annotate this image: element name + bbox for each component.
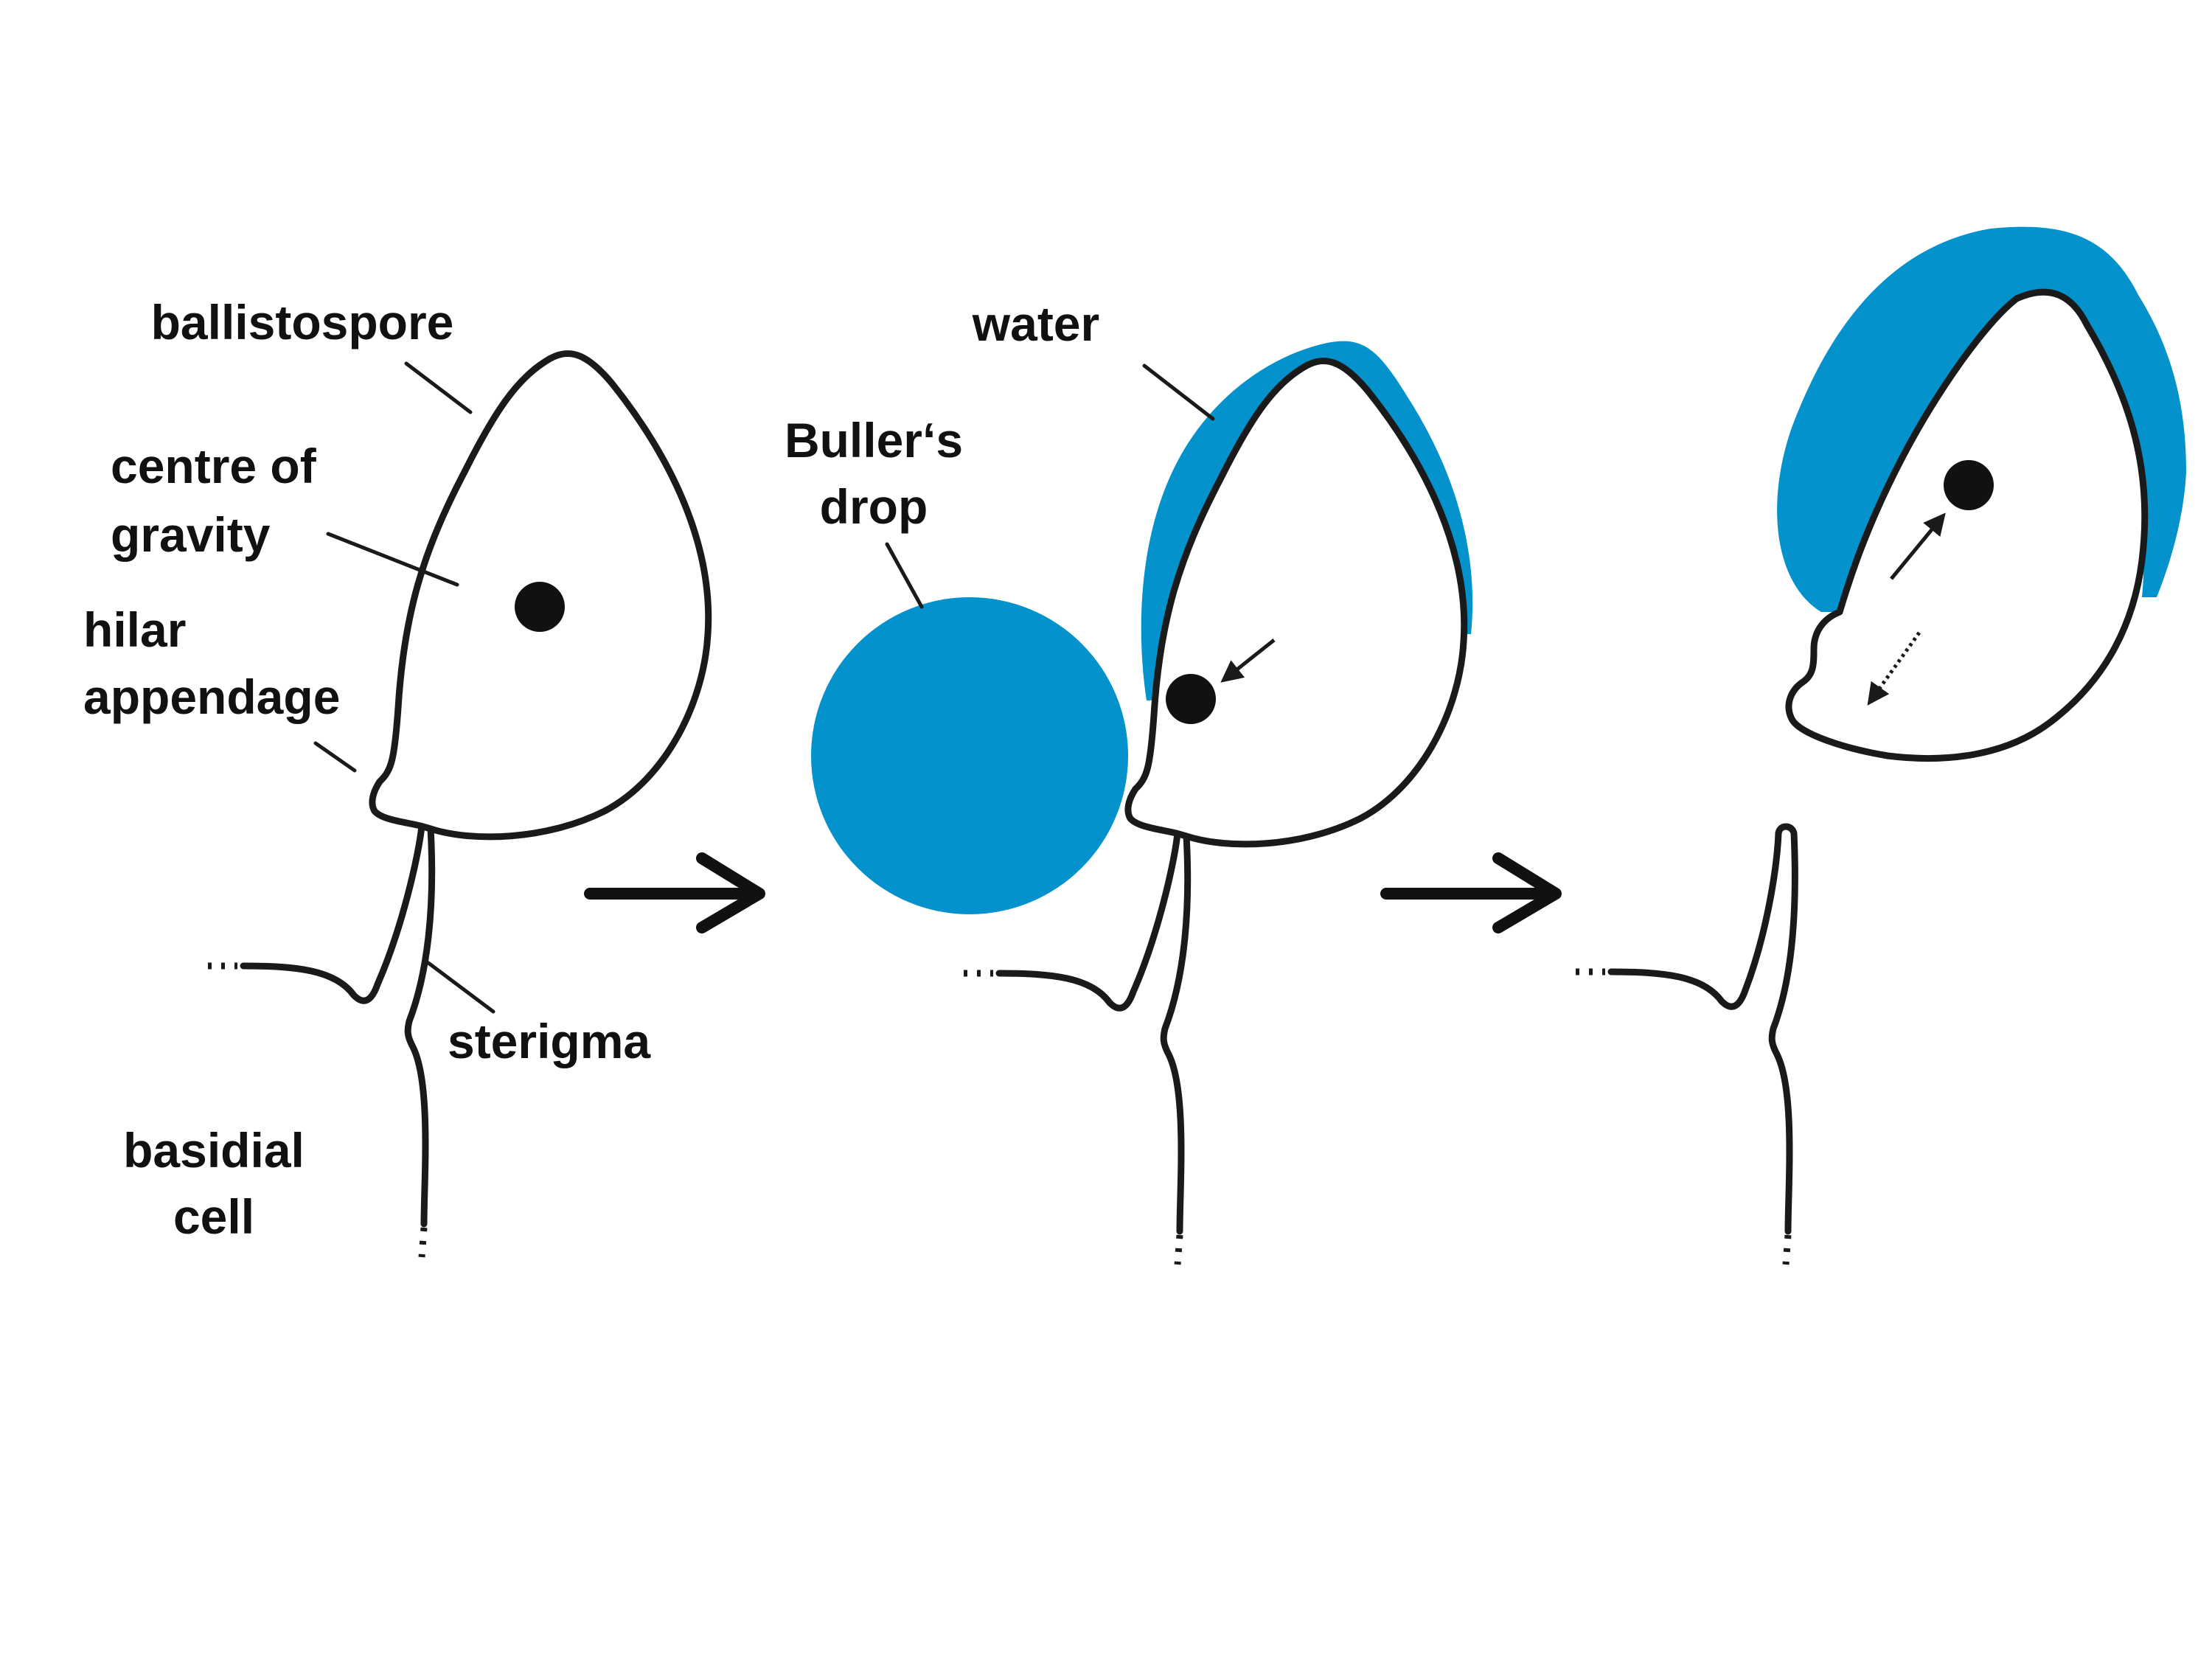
right-arrow-icon bbox=[584, 852, 765, 933]
sterigma-stage-1 bbox=[404, 825, 436, 1228]
label-sterigma: sterigma bbox=[448, 1014, 651, 1068]
label-hilar-appendage-line1: hilar bbox=[83, 602, 186, 657]
label-bullers-drop-line2: drop bbox=[820, 479, 928, 534]
leader-centre-of-gravity bbox=[326, 532, 459, 587]
leader-sterigma bbox=[426, 961, 495, 1014]
leader-bullers-drop bbox=[885, 542, 924, 609]
small-arrow-icon bbox=[1890, 512, 1946, 580]
centre-of-gravity-stage-2 bbox=[1166, 674, 1216, 724]
dotted-double-arrow-icon bbox=[1867, 631, 1921, 706]
ballistospore-stage-2 bbox=[1124, 358, 1468, 848]
basidium-outline-stage-3 bbox=[1607, 823, 1798, 1235]
stage-3 bbox=[1576, 226, 2186, 1265]
label-centre-of-gravity-line2: gravity bbox=[111, 507, 271, 562]
label-centre-of-gravity-line1: centre of bbox=[111, 439, 317, 493]
basidium-dots-bottom-stage-1 bbox=[418, 1227, 428, 1258]
label-ballistospore: ballistospore bbox=[151, 295, 454, 349]
label-water: water bbox=[972, 296, 1099, 351]
leader-water bbox=[1142, 364, 1215, 421]
sterigma-stage-2 bbox=[1160, 832, 1192, 1235]
leader-hilar-appendage bbox=[313, 741, 357, 773]
centre-of-gravity-stage-3 bbox=[1944, 460, 1994, 510]
label-basidial-cell-line2: cell bbox=[173, 1189, 254, 1244]
small-arrow-icon bbox=[1220, 639, 1276, 683]
basidium-dots-bottom-stage-3 bbox=[1782, 1234, 1792, 1265]
stage-2: Buller‘s drop water bbox=[785, 296, 1473, 1265]
basidium-outline-stage-1 bbox=[240, 822, 425, 1004]
right-arrow-icon bbox=[1380, 852, 1562, 933]
bullers-drop bbox=[811, 597, 1128, 914]
label-bullers-drop-line1: Buller‘s bbox=[785, 413, 963, 467]
leader-ballistospore bbox=[404, 361, 473, 414]
stage-1: ballistospore centre of gravity hilar ap… bbox=[83, 295, 712, 1258]
basidium-outline-stage-2 bbox=[995, 830, 1181, 1012]
label-basidial-cell-line1: basidial bbox=[123, 1123, 305, 1178]
ballistospore-stage-3 bbox=[1785, 288, 2149, 762]
water-film-stage-2 bbox=[1141, 341, 1473, 700]
basidium-dots-bottom-stage-2 bbox=[1174, 1234, 1183, 1265]
centre-of-gravity-stage-1 bbox=[515, 582, 565, 632]
label-hilar-appendage-line2: appendage bbox=[83, 669, 340, 724]
